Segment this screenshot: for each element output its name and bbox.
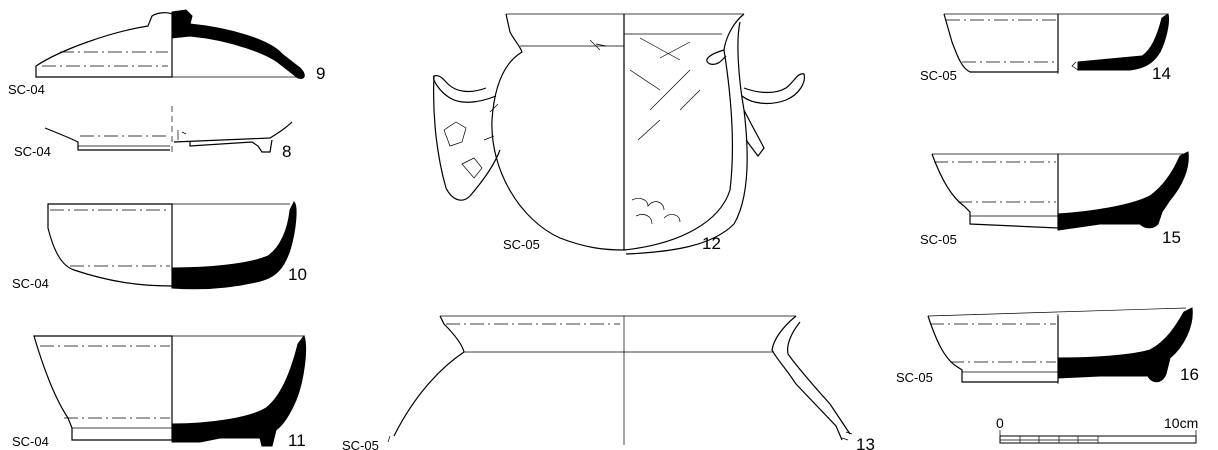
vessel-15-drawing [931,151,1189,231]
vessel-11-site: SC-04 [12,434,49,449]
vessel-8-site: SC-04 [14,144,51,159]
scale-start-label: 0 [996,415,1004,431]
vessel-16-number: 16 [1180,365,1199,384]
vessel-14-site: SC-05 [920,68,957,83]
vessel-10-number: 10 [288,265,307,284]
scale-end-label: 10cm [1164,415,1198,431]
vessel-12-site: SC-05 [503,237,540,252]
vessel-9-number: 9 [316,64,325,83]
vessel-15-site: SC-05 [920,232,957,247]
vessel-11-drawing [33,334,307,447]
vessel-14-drawing [943,13,1169,74]
vessel-12-number: 12 [702,234,721,253]
vessel-9-site: SC-04 [8,82,45,97]
vessel-12-drawing [433,13,805,255]
vessel-10-site: SC-04 [12,276,49,291]
vessel-9-drawing [35,9,305,79]
vessel-13-drawing [387,315,853,445]
vessel-13-number: 13 [856,435,875,450]
scale-bar [999,430,1197,444]
vessel-16-drawing [927,307,1193,384]
vessel-8-drawing [44,106,293,153]
vessel-16-site: SC-05 [896,370,933,385]
vessel-10-drawing [47,201,297,290]
vessel-8-number: 8 [282,142,291,161]
vessel-11-number: 11 [288,431,306,450]
vessel-13-site: SC-05 [342,438,379,450]
vessel-15-number: 15 [1162,228,1181,247]
vessel-14-number: 14 [1152,64,1171,83]
